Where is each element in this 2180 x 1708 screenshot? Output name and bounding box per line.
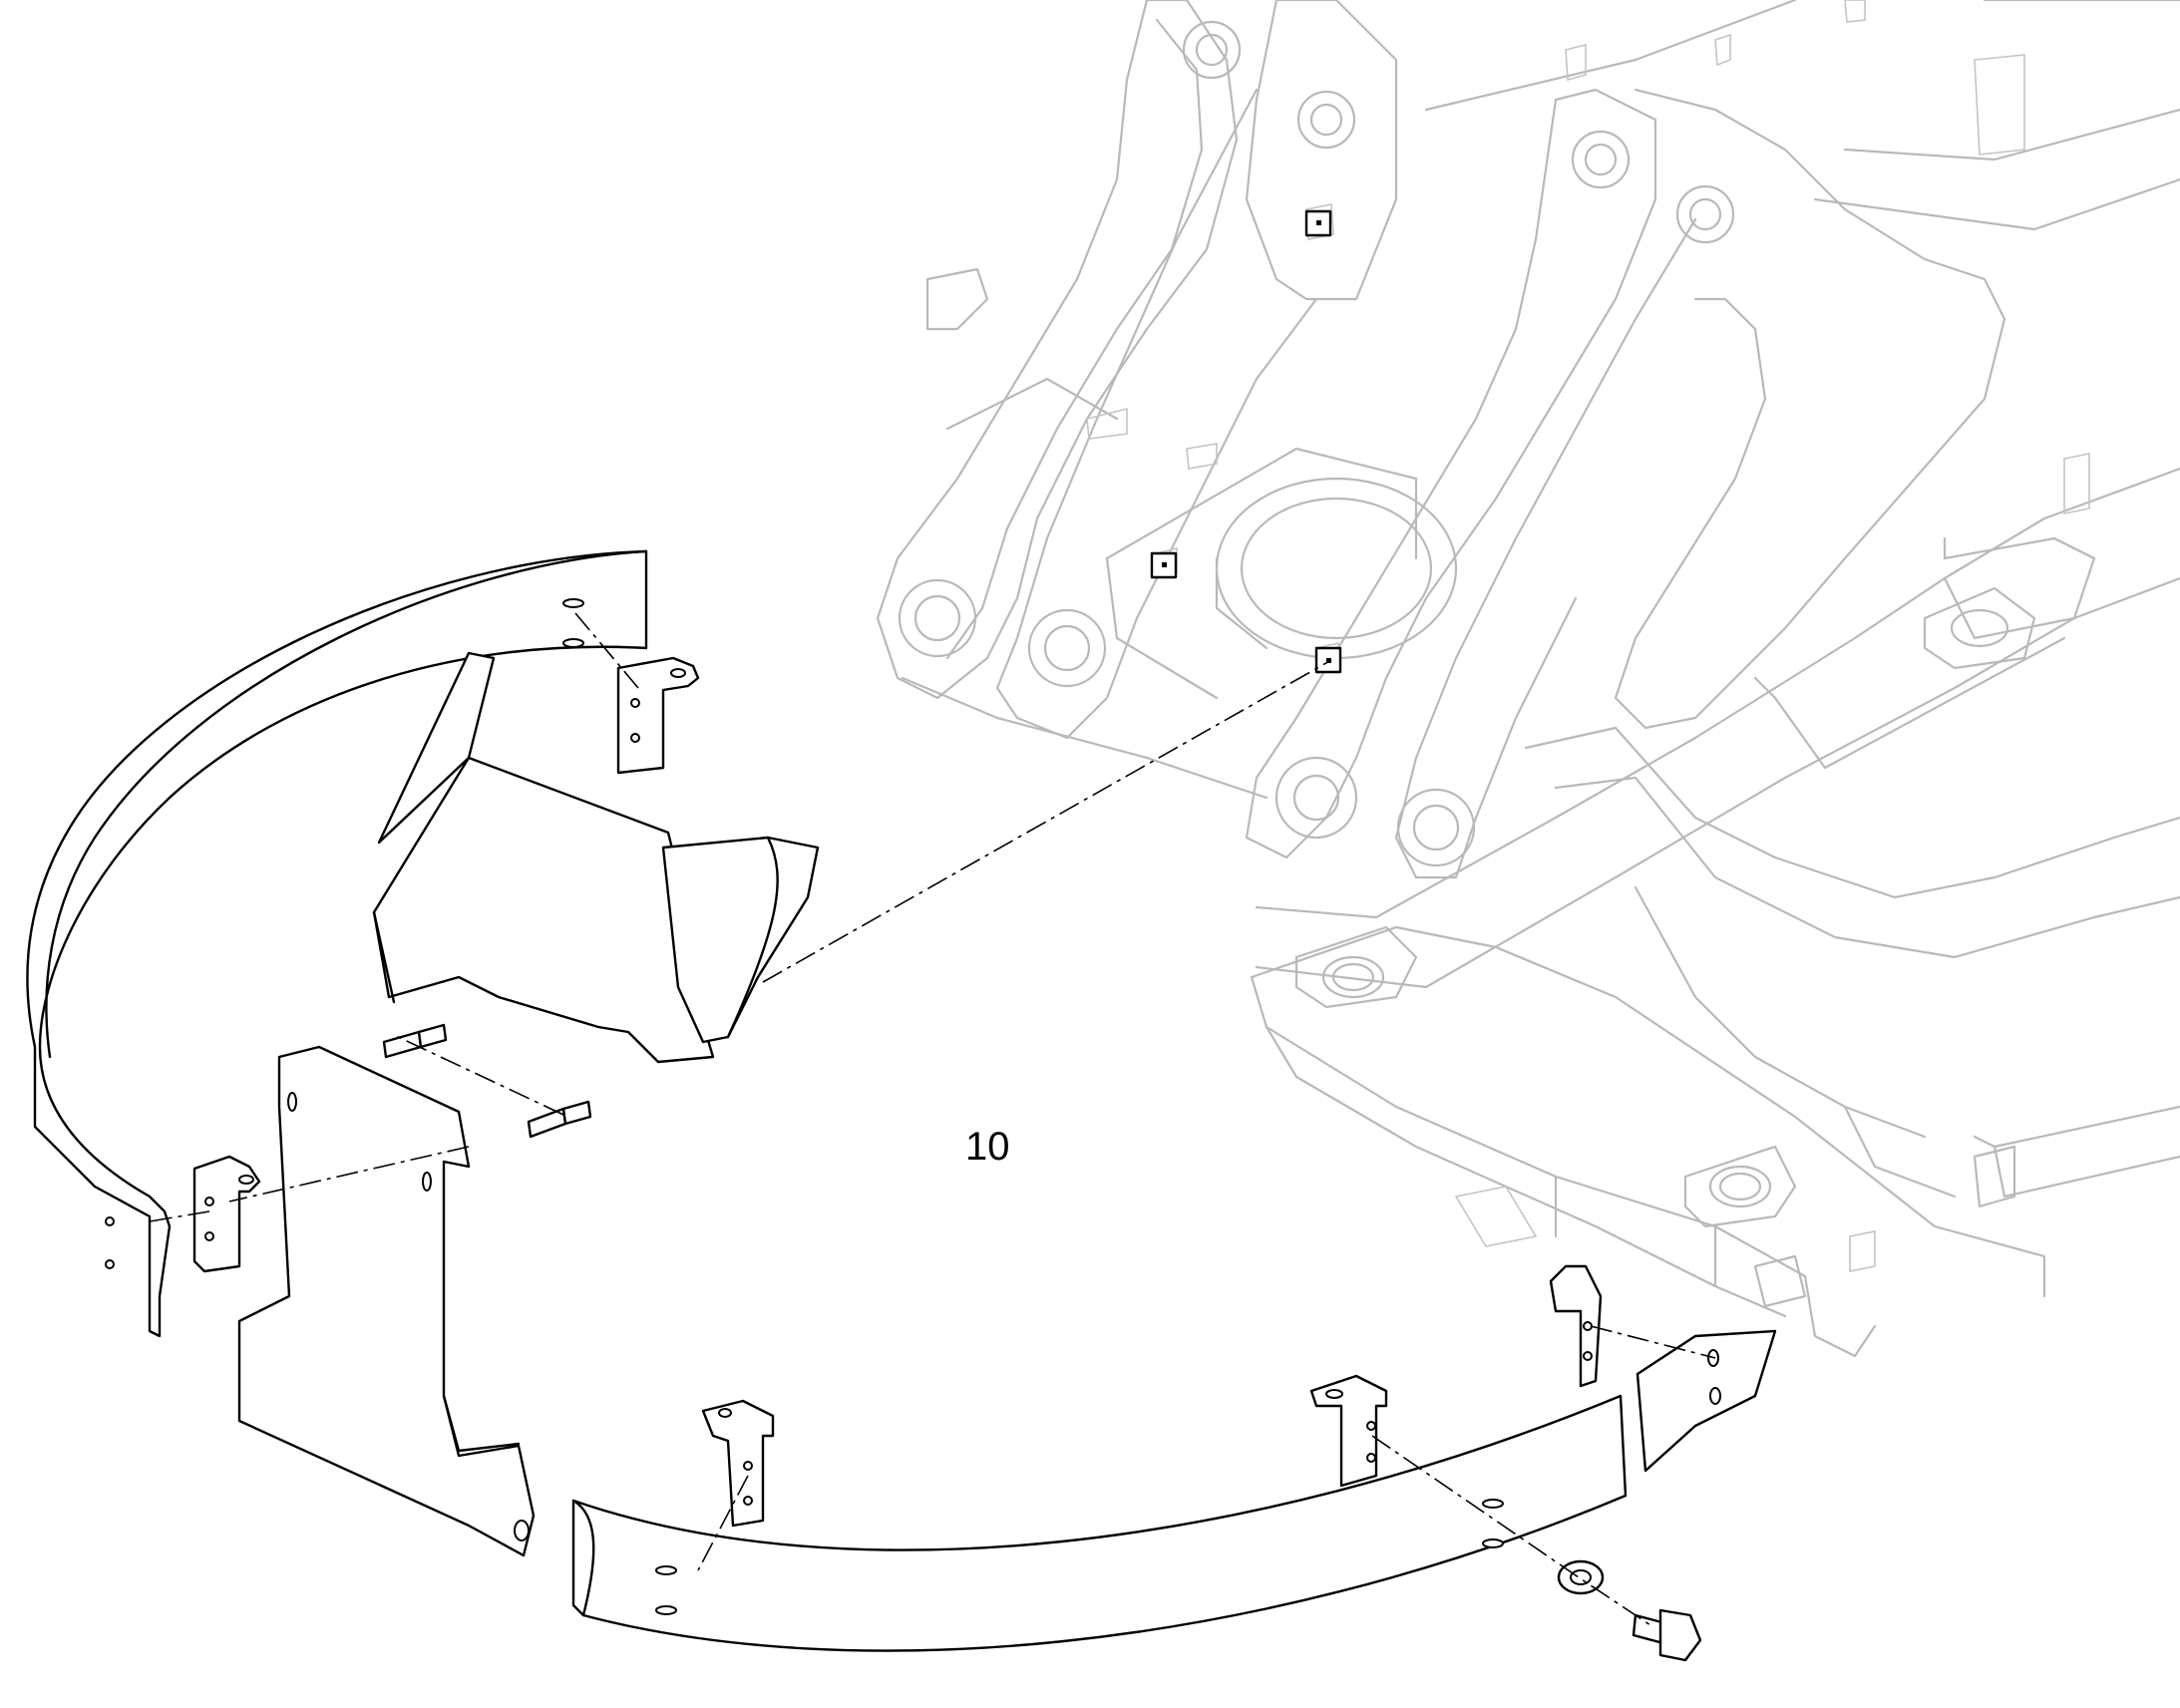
vertical-bracket-right [1549, 1264, 1603, 1388]
right-guard-piece [1635, 1329, 1777, 1473]
left-lower-bracket [192, 1155, 261, 1273]
reference-number-label: 10 [965, 1125, 1010, 1169]
bottom-bracket-right [1309, 1374, 1388, 1488]
bottom-curved-guard-strip [571, 1394, 1628, 1652]
deflector-hood [372, 651, 820, 1064]
main-frame-ghost [876, 0, 2180, 1358]
studs [382, 1023, 592, 1139]
bolt [1632, 1608, 1702, 1662]
upper-bracket [616, 656, 700, 775]
leader-lines [149, 612, 1716, 1626]
left-curved-guard-strip [26, 549, 648, 1338]
side-plate [237, 1045, 536, 1557]
bottom-bracket-left [701, 1399, 775, 1528]
mounting-blocks [1150, 209, 1342, 674]
